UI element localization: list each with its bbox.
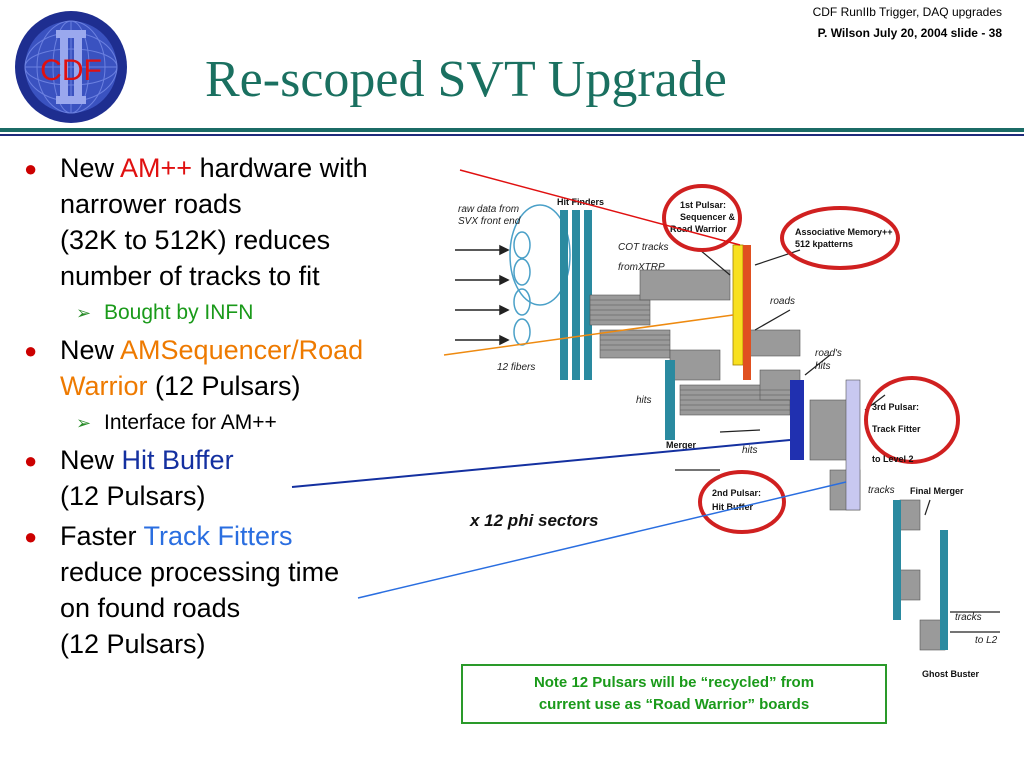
header-subject: CDF RunIIb Trigger, DAQ upgrades <box>812 5 1002 19</box>
label-raw-data: raw data from <box>458 204 519 215</box>
final-merger-board <box>893 500 901 620</box>
arrow-bullet-icon: ➢ <box>76 413 92 433</box>
label-pulsar2: 2nd Pulsar: <box>712 488 761 498</box>
slide-title: Re-scoped SVT Upgrade <box>205 51 727 108</box>
label-tracks: tracks <box>868 485 895 496</box>
label-hits2: hits <box>742 445 758 456</box>
label-am2: 512 kpatterns <box>795 239 853 249</box>
bullet-dot-icon: ● <box>24 156 38 181</box>
am-board <box>743 245 751 380</box>
label-svx: SVX front end <box>458 216 521 227</box>
label-pulsar1b: Sequencer & <box>680 212 736 222</box>
label-hits1: hits <box>636 395 652 406</box>
label-fibers: 12 fibers <box>497 362 535 373</box>
bullet-dot-icon: ● <box>24 524 38 549</box>
label-final-merger: Final Merger <box>910 486 964 496</box>
label-pulsar1: 1st Pulsar: <box>680 200 726 210</box>
note-box: Note 12 Pulsars will be “recycled” from … <box>461 664 887 724</box>
label-pulsar3b: Track Fitter <box>872 424 921 434</box>
bullet-am: ● New AM++ hardware with narrower roads … <box>24 153 368 291</box>
title-rule <box>0 128 1024 132</box>
trackfitter-board <box>845 379 861 511</box>
highlight-amsequencer: AMSequencer/Road <box>120 335 364 365</box>
subbullet-interface: ➢ Interface for AM++ <box>22 408 462 438</box>
label-roads: roads <box>770 296 795 307</box>
label-roads-hits2: hits <box>815 361 831 372</box>
highlight-trackfitters: Track Fitters <box>143 521 293 551</box>
label-pulsar1c: Road Warrior <box>670 224 727 234</box>
label-phi-sectors: x 12 phi sectors <box>469 511 599 530</box>
bullet-dot-icon: ● <box>24 338 38 363</box>
cdf-logo: CDF <box>15 11 127 123</box>
header-author-date: P. Wilson July 20, 2004 slide - 38 <box>817 26 1002 40</box>
ghost-buster-board <box>940 530 948 650</box>
bullet-hitbuffer: ● New Hit Buffer (12 Pulsars) <box>24 445 234 511</box>
note-line2: current use as “Road Warrior” boards <box>538 696 810 713</box>
highlight-am: AM++ <box>120 153 193 183</box>
bullet-dot-icon: ● <box>24 448 38 473</box>
bullet-trackfitters: ● Faster Track Fitters reduce processing… <box>24 521 340 659</box>
svt-diagram: raw data from SVX front end COT tracks f… <box>455 184 1000 679</box>
label-to-l2: to L2 <box>975 635 998 646</box>
hit-finder-boards <box>560 210 592 380</box>
label-ghost-buster: Ghost Buster <box>922 669 980 679</box>
label-pulsar3c: to Level 2 <box>872 454 914 464</box>
bullet-amsequencer: ● New AMSequencer/Road Warrior (12 Pulsa… <box>24 335 364 401</box>
label-cot: COT tracks <box>618 242 669 253</box>
hitbuffer-board <box>790 380 804 460</box>
label-xtrp: fromXTRP <box>618 262 665 273</box>
bullet-list: ● New AM++ hardware with narrower roads … <box>22 150 462 666</box>
note-line1: Note 12 Pulsars will be “recycled” from <box>533 674 815 691</box>
highlight-hitbuffer: Hit Buffer <box>121 445 234 475</box>
input-arrows <box>455 244 510 346</box>
label-pulsar2b: Hit Buffer <box>712 502 753 512</box>
logo-text: CDF <box>40 54 102 87</box>
title-rule-thin <box>0 134 1024 136</box>
label-roads-hits: road's <box>815 348 842 359</box>
label-hit-finders: Hit Finders <box>557 197 604 207</box>
pulsar1-board <box>732 244 744 366</box>
merger-board <box>665 360 675 440</box>
subbullet-infn: ➢ Bought by INFN <box>22 298 462 328</box>
label-pulsar3: 3rd Pulsar: <box>872 402 919 412</box>
label-merger: Merger <box>666 440 697 450</box>
label-tracks2: tracks <box>955 612 982 623</box>
arrow-bullet-icon: ➢ <box>76 303 92 323</box>
label-am1: Associative Memory++ <box>795 227 893 237</box>
